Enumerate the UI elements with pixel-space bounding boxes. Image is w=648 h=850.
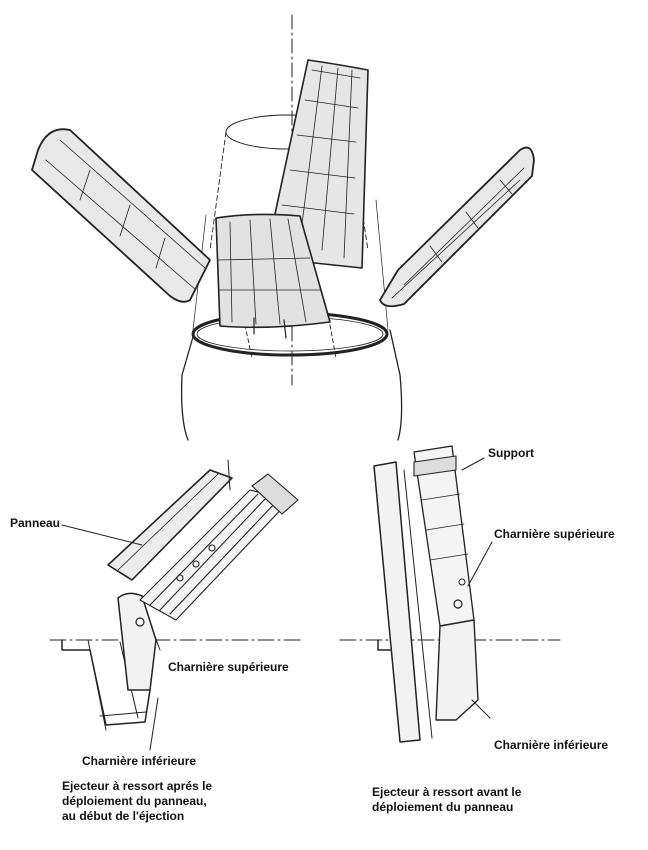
fairing-deployment-overview — [31, 14, 535, 441]
caption-right-line: Ejecteur à ressort avant le — [372, 785, 522, 799]
detail-after-deployment — [49, 459, 301, 751]
label-charniere-superieure-left: Charnière supérieure — [168, 660, 289, 674]
caption-right-line: déploiement du panneau — [372, 800, 514, 814]
label-charniere-superieure-right: Charnière supérieure — [494, 527, 615, 541]
label-support: Support — [488, 446, 534, 460]
caption-right: Ejecteur à ressort avant le déploiement … — [372, 785, 521, 815]
label-panneau: Panneau — [10, 516, 61, 530]
label-charniere-inferieure-right: Charnière inférieure — [494, 738, 609, 752]
label-charniere-inferieure-left: Charnière inférieure — [82, 754, 197, 768]
caption-left-line: Ejecteur à ressort aprés le — [62, 779, 213, 793]
panel-right — [379, 146, 535, 308]
panel-left — [31, 128, 211, 303]
caption-left: Ejecteur à ressort aprés le déploiement … — [62, 779, 212, 824]
caption-left-line: au début de l'éjection — [62, 809, 185, 823]
detail-before-deployment — [339, 445, 561, 743]
caption-left-line: déploiement du panneau, — [62, 794, 207, 808]
panel-front — [215, 213, 331, 339]
